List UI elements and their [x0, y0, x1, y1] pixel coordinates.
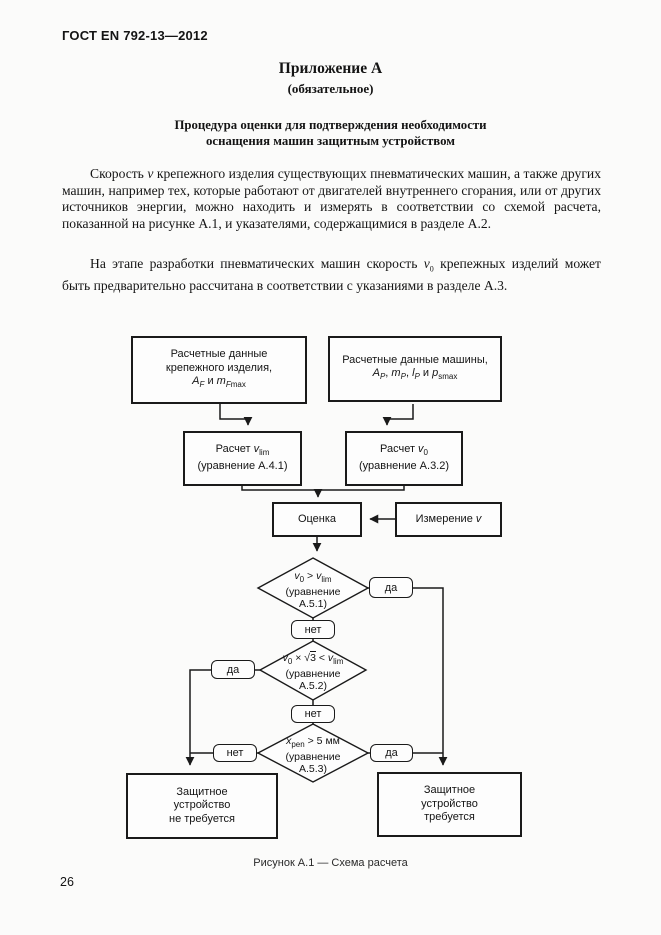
- section-heading: Процедура оценки для подтверждения необх…: [174, 118, 487, 148]
- no-text: нет: [226, 747, 244, 759]
- paragraph-2-text: На этапе разработки пневматических машин…: [62, 256, 601, 294]
- no-text: нет: [304, 623, 322, 636]
- body-paragraph-1: Скорость v крепежного изделия существующ…: [62, 166, 601, 232]
- decision-2-yes-label: да: [211, 660, 255, 679]
- yes-text: да: [384, 581, 398, 594]
- page-number: 26: [60, 875, 74, 889]
- flow-node-measurement: Измерение v: [395, 502, 502, 537]
- flow-node-calc-v0: Расчет v0(уравнение А.3.2): [345, 431, 463, 486]
- decision-2-no-label: нет: [291, 705, 335, 723]
- appendix-title: Приложение А: [278, 60, 383, 77]
- document-standard-number: ГОСТ EN 792-13—2012: [62, 28, 208, 43]
- flow-node-machine-data-label: Расчетные данные машины,AP, mP, lP и psm…: [342, 353, 488, 382]
- figure-caption: Рисунок А.1 — Схема расчета: [253, 857, 408, 869]
- flow-node-evaluation: Оценка: [272, 502, 362, 537]
- decision-3-yes-label: да: [370, 744, 413, 762]
- body-paragraph-2: На этапе разработки пневматических машин…: [62, 256, 601, 295]
- paragraph-1-text: Скорость v крепежного изделия существующ…: [62, 166, 601, 231]
- decision-3-no-label: нет: [213, 744, 257, 762]
- no-text: нет: [304, 708, 322, 720]
- flow-node-evaluation-label: Оценка: [297, 512, 337, 525]
- yes-text: да: [385, 747, 398, 759]
- flow-node-calc-v0-label: Расчет v0(уравнение А.3.2): [358, 443, 450, 473]
- decision-1-no-label: нет: [291, 620, 335, 639]
- flow-node-calc-vlim: Расчет vlim(уравнение А.4.1): [183, 431, 302, 486]
- decision-1-yes-label: да: [369, 577, 413, 598]
- flow-node-machine-data: Расчетные данные машины,AP, mP, lP и psm…: [328, 336, 502, 402]
- flow-node-measurement-label: Измерение v: [415, 512, 482, 525]
- appendix-subtitle: (обязательное): [287, 81, 374, 96]
- yes-text: да: [226, 663, 240, 676]
- flow-node-calc-vlim-label: Расчет vlim(уравнение А.4.1): [197, 443, 288, 473]
